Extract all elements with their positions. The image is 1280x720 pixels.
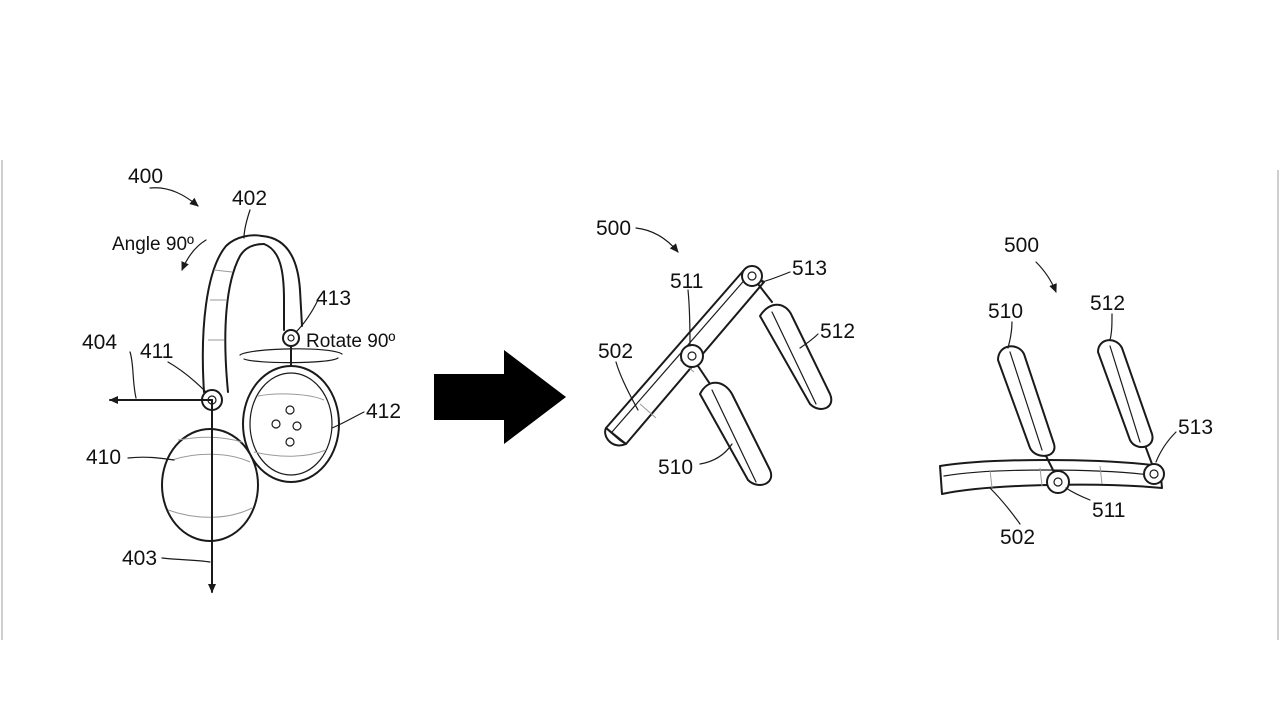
leader-404 bbox=[129, 351, 137, 399]
cup-510-b bbox=[997, 345, 1057, 477]
label-513-b: 513 bbox=[1178, 416, 1213, 439]
hinge-513-b bbox=[1143, 463, 1165, 485]
rotate-annotation: Rotate 90º bbox=[306, 331, 395, 352]
angle-arrow bbox=[181, 239, 207, 271]
label-500-a: 500 bbox=[596, 217, 631, 240]
leader-412 bbox=[331, 411, 365, 429]
leader-512-b bbox=[1109, 313, 1113, 341]
angle-annotation: Angle 90º bbox=[112, 234, 194, 255]
cup-512-b bbox=[1097, 339, 1154, 465]
label-502-b: 502 bbox=[1000, 526, 1035, 549]
leader-402 bbox=[243, 209, 251, 239]
headband-402 bbox=[201, 234, 303, 393]
label-403: 403 bbox=[122, 547, 157, 570]
leader-510-b bbox=[1007, 321, 1013, 349]
hinge-413 bbox=[282, 329, 300, 369]
label-510-b: 510 bbox=[988, 300, 1023, 323]
cup-512-a bbox=[759, 303, 833, 410]
leader-403 bbox=[161, 557, 211, 563]
label-400: 400 bbox=[128, 165, 163, 188]
cup-510-a bbox=[699, 381, 773, 486]
hinge-513-a bbox=[741, 265, 773, 303]
label-411: 411 bbox=[140, 340, 173, 363]
leader-511-b bbox=[1065, 487, 1091, 501]
folded-figure-500-b: 500 510 512 513 511 502 bbox=[939, 234, 1213, 549]
label-512-a: 512 bbox=[820, 320, 855, 343]
label-510-a: 510 bbox=[658, 456, 693, 479]
ref-arrow-500-b bbox=[1035, 261, 1057, 293]
hinge-511-b bbox=[1046, 470, 1070, 494]
label-404: 404 bbox=[82, 331, 117, 354]
leader-502-b bbox=[989, 487, 1021, 525]
leader-512-a bbox=[799, 333, 819, 349]
leader-410 bbox=[127, 456, 175, 461]
transition-arrow-icon bbox=[434, 350, 566, 444]
label-402: 402 bbox=[232, 187, 267, 210]
leader-411 bbox=[167, 361, 207, 393]
leader-413 bbox=[295, 299, 319, 333]
label-410: 410 bbox=[86, 446, 121, 469]
label-512-b: 512 bbox=[1090, 292, 1125, 315]
ear-cup-412 bbox=[242, 365, 340, 483]
ear-cup-410 bbox=[161, 428, 259, 542]
leader-513-b bbox=[1155, 431, 1177, 463]
leader-511-a bbox=[687, 289, 691, 347]
label-502-a: 502 bbox=[598, 340, 633, 363]
label-413: 413 bbox=[316, 287, 351, 310]
label-511-b: 511 bbox=[1092, 499, 1125, 522]
label-511-a: 511 bbox=[670, 270, 703, 293]
leader-510-a bbox=[699, 443, 733, 465]
rotate-arc-lower bbox=[243, 357, 339, 364]
rotate-arc bbox=[239, 348, 343, 356]
ref-arrow-400 bbox=[149, 187, 199, 207]
label-500-b: 500 bbox=[1004, 234, 1039, 257]
ref-arrow-500-a bbox=[635, 227, 679, 253]
hinge-511-a bbox=[680, 344, 711, 385]
leader-513-a bbox=[761, 271, 791, 283]
headphone-figure-400: 400 402 Angle 90º 413 Rotate 90º 404 411… bbox=[82, 165, 401, 593]
folded-figure-500-a: 500 511 513 512 502 510 bbox=[596, 217, 855, 486]
label-513-a: 513 bbox=[792, 257, 827, 280]
leader-502-a bbox=[615, 361, 639, 411]
label-412: 412 bbox=[366, 400, 401, 423]
